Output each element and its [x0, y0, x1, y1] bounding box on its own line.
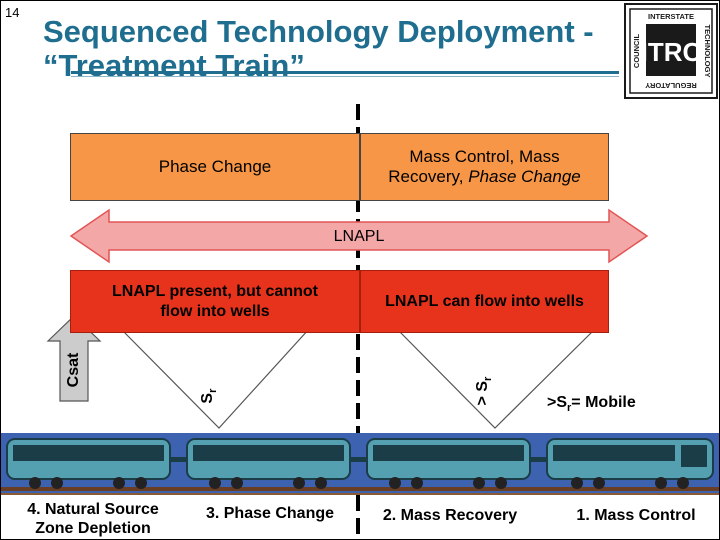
- mobile-label: >Sr= Mobile: [547, 393, 667, 418]
- mass-control-line-2b: Phase Change: [468, 167, 581, 186]
- gt-sr-sub: r: [482, 376, 495, 381]
- logo-center-text: ITRC: [641, 37, 702, 67]
- itrc-logo: ITRC INTERSTATE REGULATORY COUNCIL TECHN…: [624, 3, 718, 99]
- phase-change-label: Phase Change: [158, 157, 272, 176]
- mobile-prefix: >S: [547, 394, 568, 411]
- sr-label: Sr: [199, 381, 219, 411]
- title-underline: [71, 71, 619, 74]
- logo-ring-left: COUNCIL: [632, 34, 641, 69]
- coupler: [170, 457, 187, 462]
- step-mass-recovery: 2. Mass Recovery: [382, 507, 518, 524]
- sr-triangle-right: [396, 328, 596, 429]
- lnapl-double-arrow: [69, 208, 649, 264]
- coupler: [530, 457, 547, 462]
- mass-control-line-1: Mass Control, Mass: [409, 147, 560, 166]
- lnapl-present-box: LNAPL present, but cannot flow into well…: [70, 270, 360, 333]
- gt-sr-prefix: > S: [473, 381, 491, 406]
- step-4-line-1: 4. Natural Source: [27, 501, 159, 518]
- page-number: 14: [5, 5, 20, 20]
- mobile-suffix: = Mobile: [571, 394, 636, 411]
- gt-sr-label: > Sr: [474, 369, 494, 413]
- coupler: [350, 457, 367, 462]
- lnapl-present-line-1: LNAPL present, but cannot: [112, 282, 318, 300]
- title-line-1: Sequenced Technology Deployment -: [43, 14, 594, 49]
- phase-change-box: Phase Change: [70, 133, 360, 201]
- lnapl-can-flow-box: LNAPL can flow into wells: [360, 270, 609, 333]
- lnapl-present-line-2: flow into wells: [160, 302, 270, 320]
- train-car-1: [6, 438, 171, 489]
- mass-control-box: Mass Control, Mass Recovery, Phase Chang…: [360, 133, 609, 201]
- title-underline-thin: [71, 76, 619, 77]
- step-4-line-2: Zone Depletion: [35, 520, 151, 537]
- logo-ring-bottom: REGULATORY: [645, 81, 697, 90]
- logo-ring-right: TECHNOLOGY: [703, 25, 712, 78]
- step-phase-change: 3. Phase Change: [205, 505, 335, 522]
- mass-control-line-2a: Recovery,: [388, 167, 469, 186]
- train-car-3: [366, 438, 531, 489]
- mobile-sub: r: [567, 402, 572, 415]
- lnapl-arrow-label: LNAPL: [333, 228, 385, 245]
- step-mass-control: 1. Mass Control: [576, 507, 696, 524]
- sr-triangle-left: [120, 328, 310, 429]
- logo-ring-top: INTERSTATE: [648, 12, 694, 21]
- csat-label: Csat: [65, 352, 82, 388]
- lnapl-can-flow-label: LNAPL can flow into wells: [385, 292, 584, 310]
- step-natural-source: 4. Natural Source Zone Depletion: [3, 500, 183, 538]
- sr-sub: r: [207, 388, 220, 393]
- mass-control-line-2: Recovery, Phase Change: [388, 167, 580, 187]
- sr-main: S: [198, 392, 216, 404]
